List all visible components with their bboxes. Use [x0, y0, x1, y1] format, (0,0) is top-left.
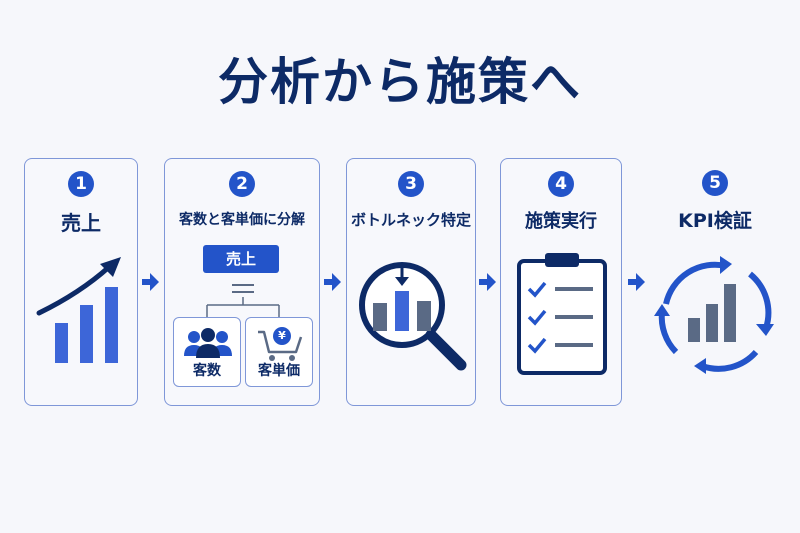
step-number-badge: 3 [398, 171, 424, 197]
page-title: 分析から施策へ [218, 53, 582, 111]
chart-bar [373, 303, 387, 331]
step-card-3: 3 ボトルネック特定 [346, 158, 476, 406]
chart-bar [80, 305, 93, 363]
down-arrow-icon [395, 277, 409, 286]
step-label: 客数と客単価に分解 [179, 212, 305, 228]
chart-bar [724, 284, 736, 342]
average-spend-box: ¥ 客単価 [245, 317, 313, 387]
trend-arrow [36, 264, 112, 316]
step-card-2: 2 客数と客単価に分解 売上 客数 ¥ 客単価 [164, 158, 320, 406]
currency-symbol: ¥ [278, 329, 286, 342]
flow-arrow-icon [142, 273, 159, 291]
customer-count-box: 客数 [173, 317, 241, 387]
customer-count-label: 客数 [193, 363, 221, 379]
chart-bar [688, 318, 700, 342]
flow-arrow-icon [479, 273, 496, 291]
yen-coin-icon [273, 327, 291, 345]
shopping-cart-icon [258, 327, 303, 361]
step-label: 施策実行 [525, 211, 597, 232]
decomposition-connector-icon [206, 284, 280, 317]
chart-bar [55, 323, 68, 363]
sales-tag: 売上 [203, 245, 279, 273]
flow-arrow-icon [324, 273, 341, 291]
flow-arrow-icon [628, 273, 645, 291]
people-group-icon [184, 328, 232, 358]
step-number-badge: 5 [702, 170, 728, 196]
cycle-arrows-chart-icon [654, 256, 774, 374]
chart-bar [395, 291, 409, 331]
step-number-badge: 4 [548, 171, 574, 197]
step-label: KPI検証 [678, 210, 752, 232]
step-card-1: 1 売上 [24, 158, 138, 406]
chart-bar [417, 301, 431, 331]
step-label: 売上 [61, 211, 101, 235]
rising-bar-chart-icon [36, 257, 121, 363]
step-number-badge: 2 [229, 171, 255, 197]
step-card-4: 4 施策実行 [500, 158, 622, 406]
step-label: ボトルネック特定 [350, 211, 471, 229]
step-card-5: 5 KPI検証 [650, 158, 780, 406]
clipboard-checklist-icon [517, 253, 607, 375]
average-spend-label: 客単価 [258, 363, 300, 379]
chart-bar [706, 304, 718, 342]
chart-bar [105, 287, 118, 363]
magnifier-bottleneck-icon [359, 262, 467, 371]
trend-arrowhead [100, 257, 121, 277]
step-number-badge: 1 [68, 171, 94, 197]
